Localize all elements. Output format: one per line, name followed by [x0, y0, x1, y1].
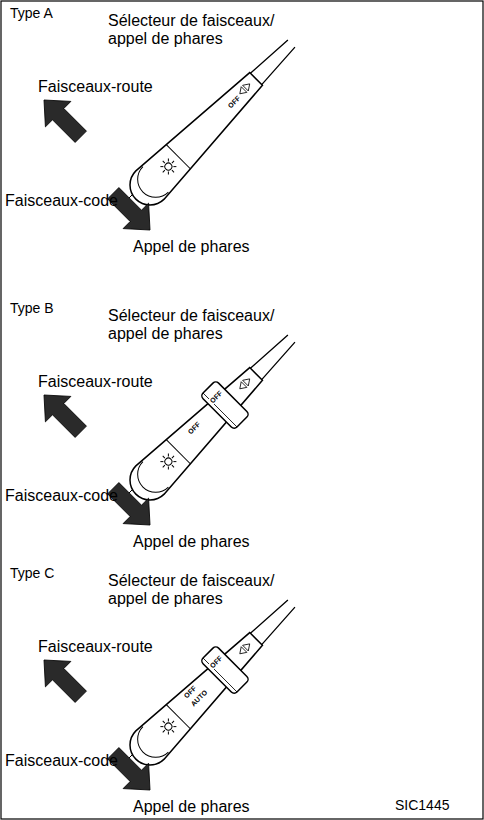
flash-label: Appel de phares [133, 533, 250, 551]
switch-figure [31, 322, 308, 538]
type-label: Type C [10, 565, 54, 581]
high-beam-label: Faisceaux-route [38, 78, 153, 96]
switch-figure [31, 29, 305, 242]
switch-figure [31, 587, 308, 803]
switch-position-label: OFF [186, 420, 202, 436]
high-beam-label: Faisceaux-route [38, 373, 153, 391]
direction-arrow [101, 741, 163, 803]
low-beam-label: Faisceaux-code [5, 487, 118, 505]
low-beam-label: Faisceaux-code [5, 192, 118, 210]
switch-position-label: OFF [208, 388, 224, 404]
stalk [119, 322, 309, 512]
type-label: Type A [10, 5, 53, 21]
selector-label: Sélecteur de faisceaux/ appel de phares [108, 572, 313, 609]
direction-arrow [101, 181, 163, 243]
direction-arrow [31, 382, 93, 444]
stalk [122, 29, 306, 213]
high-beam-label: Faisceaux-route [38, 638, 153, 656]
light-icon [157, 450, 180, 473]
flash-label: Appel de phares [133, 798, 250, 816]
type-label: Type B [10, 300, 54, 316]
turn-signal-symbol [237, 81, 253, 97]
stalk [119, 587, 309, 777]
switch-collar [200, 645, 249, 694]
switch-position-label: OFF [226, 94, 242, 110]
direction-arrow [31, 87, 93, 149]
turn-signal-symbol [237, 376, 253, 392]
turn-signal-symbol [237, 641, 253, 657]
selector-label: Sélecteur de faisceaux/ appel de phares [108, 12, 313, 49]
switch-position-label: OFF [208, 653, 224, 669]
selector-label: Sélecteur de faisceaux/ appel de phares [108, 307, 313, 344]
flash-label: Appel de phares [133, 238, 250, 256]
direction-arrow [101, 476, 163, 538]
switch-collar [200, 380, 249, 429]
direction-arrow [31, 647, 93, 709]
low-beam-label: Faisceaux-code [5, 752, 118, 770]
figure-code: SIC1445 [395, 797, 449, 813]
light-icon [157, 155, 180, 178]
light-icon [157, 715, 180, 738]
